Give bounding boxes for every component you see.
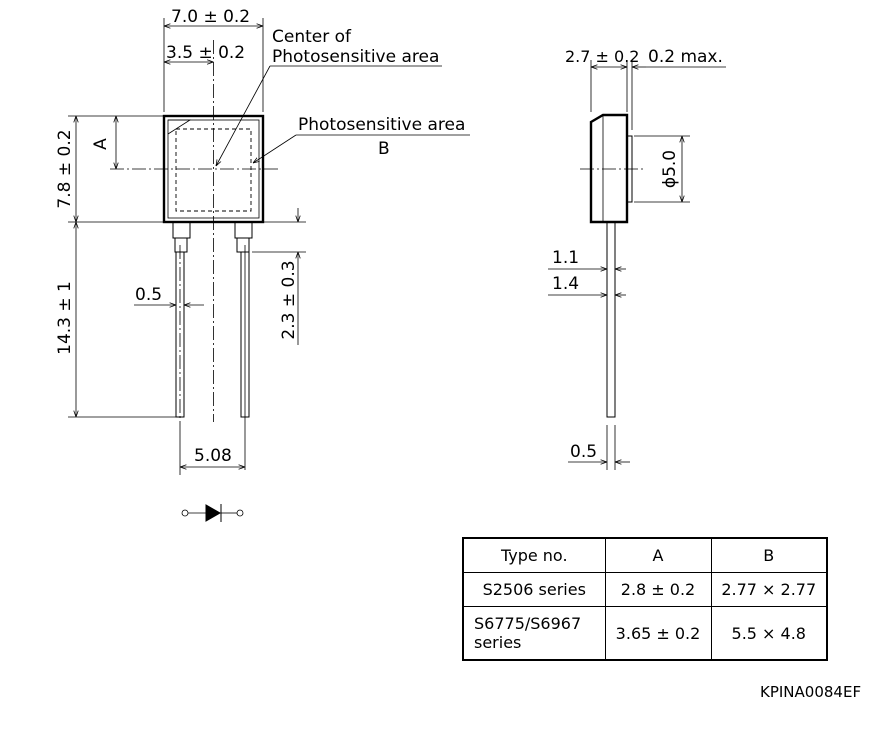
cell-type-line1: S6775/S6967 xyxy=(474,614,582,633)
dim-height: 7.8 ± 0.2 xyxy=(55,129,75,208)
cell-b: 5.5 × 4.8 xyxy=(710,606,828,661)
figure-code: KPINA0084EF xyxy=(760,683,862,701)
photodiode-symbol xyxy=(181,504,244,522)
dim-half-width: 3.5 ± 0.2 xyxy=(166,43,245,63)
cell-a: 3.65 ± 0.2 xyxy=(604,606,712,661)
a-label: A xyxy=(91,138,111,150)
front-view: 7.0 ± 0.2 3.5 ± 0.2 Center of Photosensi… xyxy=(55,7,470,475)
left-lead xyxy=(172,221,191,425)
table-header-row: Type no. A B xyxy=(462,537,828,573)
side-body xyxy=(589,113,629,224)
dim-standoff: 2.3 ± 0.3 xyxy=(279,260,299,339)
right-lead xyxy=(234,221,253,470)
area-label: Photosensitive area xyxy=(298,115,465,135)
dim-protrusion: 0.2 max. xyxy=(648,47,723,67)
center-label-line2: Photosensitive area xyxy=(272,47,439,67)
b-label: B xyxy=(378,139,390,159)
dim-width: 7.0 ± 0.2 xyxy=(171,7,250,27)
side-view: 2.7 ± 0.2 0.2 max. ϕ5.0 1.1 1.4 0.5 xyxy=(548,47,726,470)
table-row: S2506 series 2.8 ± 0.2 2.77 × 2.77 xyxy=(462,572,828,607)
center-label-line1: Center of xyxy=(272,27,352,47)
dim-lead-width: 0.5 xyxy=(135,285,162,305)
cell-type: S2506 series xyxy=(462,572,606,607)
cell-type-line2: series xyxy=(474,633,522,652)
type-table: Type no. A B S2506 series 2.8 ± 0.2 2.77… xyxy=(462,537,828,661)
side-lead xyxy=(606,221,616,418)
dim-thickness: 2.7 ± 0.2 xyxy=(565,47,639,66)
dim-lead-pitch: 5.08 xyxy=(194,446,232,466)
header-type: Type no. xyxy=(462,537,606,573)
dim-window-diameter: ϕ5.0 xyxy=(660,150,680,188)
header-a: A xyxy=(604,537,712,573)
dim-lead-thickness: 0.5 xyxy=(570,442,597,462)
dim-lead-length: 14.3 ± 1 xyxy=(55,281,75,355)
header-b: B xyxy=(710,537,828,573)
dim-lead-offset-1: 1.1 xyxy=(552,248,579,268)
dim-lead-offset-2: 1.4 xyxy=(552,274,579,294)
corner-chamfer xyxy=(167,119,192,135)
cell-b: 2.77 × 2.77 xyxy=(710,572,828,607)
cell-a: 2.8 ± 0.2 xyxy=(604,572,712,607)
